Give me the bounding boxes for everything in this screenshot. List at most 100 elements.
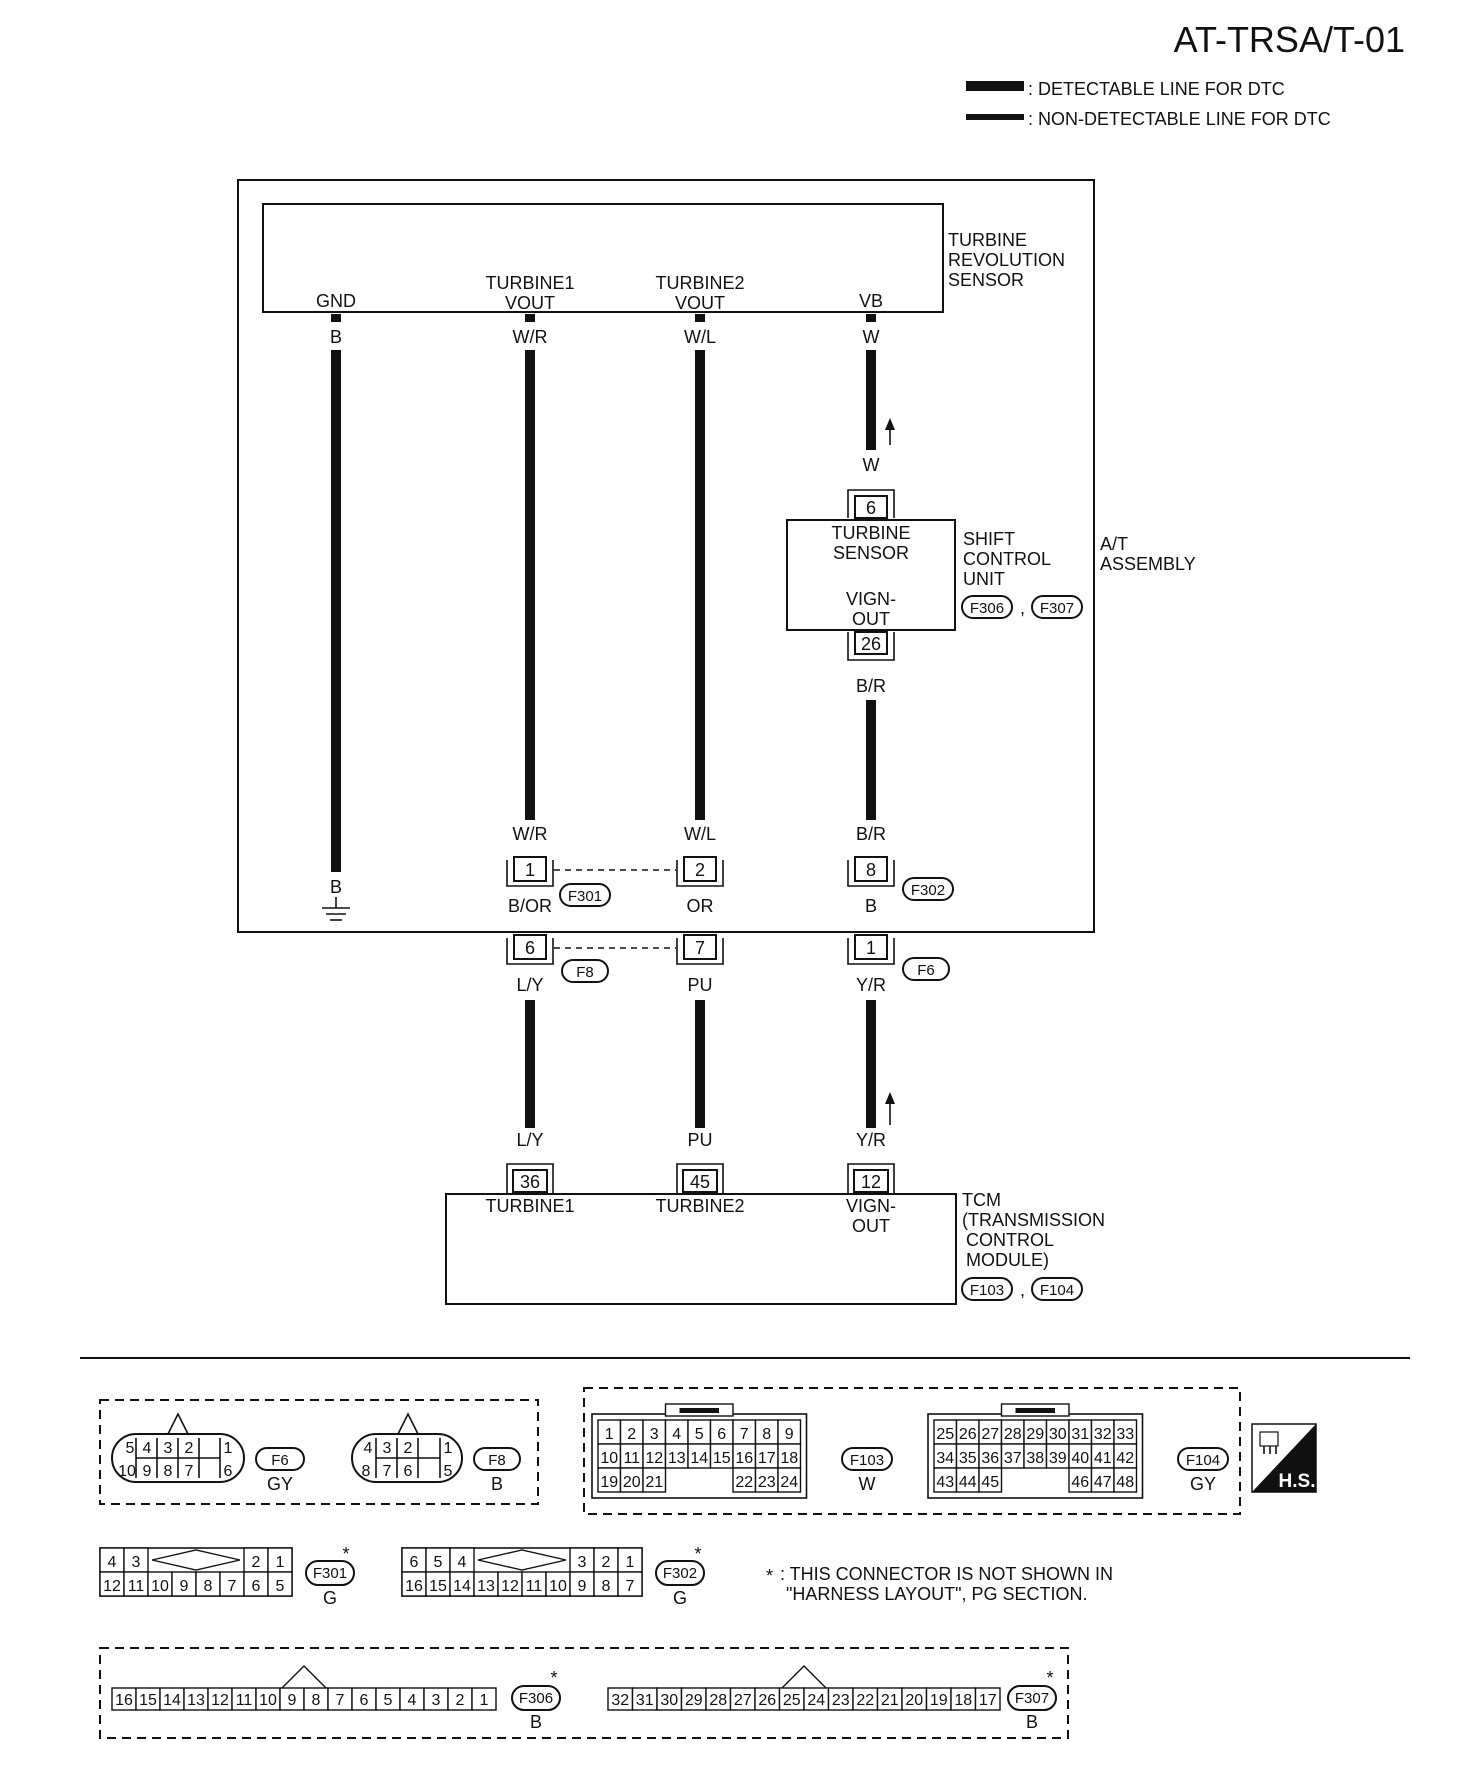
f307-pin: 21 bbox=[881, 1692, 899, 1709]
f104-view-id-pill[interactable] bbox=[1177, 1447, 1229, 1471]
unit-bottom-pin: 26 bbox=[861, 634, 881, 654]
f103-pin: 2 bbox=[627, 1426, 636, 1443]
f103-pin: 20 bbox=[623, 1474, 641, 1491]
hs-badge[interactable]: H.S. bbox=[1251, 1423, 1317, 1493]
f302-pin: 4 bbox=[458, 1554, 467, 1571]
note-line-1: : THIS CONNECTOR IS NOT SHOWN IN bbox=[780, 1564, 1113, 1584]
f104-pin: 27 bbox=[981, 1426, 999, 1443]
f6-view-pin: 1 bbox=[224, 1440, 233, 1457]
f6-plug bbox=[847, 938, 895, 965]
group-f103-f104 bbox=[583, 1387, 1241, 1515]
f306-pin: 12 bbox=[211, 1692, 229, 1709]
f302-pin: 13 bbox=[477, 1578, 495, 1595]
tcm-pin-c-box bbox=[853, 1169, 889, 1193]
f306-cell bbox=[471, 1687, 497, 1711]
f104-pin: 32 bbox=[1094, 1426, 1112, 1443]
f103-view-id-pill[interactable] bbox=[841, 1447, 893, 1471]
f302-cell bbox=[497, 1571, 523, 1597]
f8-view-id-pill[interactable] bbox=[473, 1447, 521, 1471]
f103-pin: 9 bbox=[785, 1426, 794, 1443]
tcm-connector-sep: , bbox=[1020, 1280, 1025, 1300]
f302-pin: 5 bbox=[434, 1554, 443, 1571]
f307-pin: 17 bbox=[979, 1692, 997, 1709]
terminal-vout2-a: TURBINE2 bbox=[655, 273, 744, 293]
f302-pin: 6 bbox=[410, 1554, 419, 1571]
connector-ref-f103[interactable] bbox=[961, 1277, 1013, 1301]
f104-pin: 38 bbox=[1026, 1450, 1044, 1467]
f301-pin: 9 bbox=[180, 1578, 189, 1595]
tcm-box bbox=[445, 1193, 957, 1305]
f306-pin: 6 bbox=[360, 1692, 369, 1709]
f302-view-id: F302 bbox=[663, 1565, 697, 1582]
f103-cell bbox=[642, 1467, 667, 1493]
f103-pin: 24 bbox=[780, 1474, 798, 1491]
f302-cell bbox=[593, 1571, 619, 1597]
tcm-plug-a bbox=[506, 1163, 554, 1194]
unit-inner-top-1: TURBINE bbox=[831, 523, 910, 543]
connector-ref-f301[interactable] bbox=[559, 883, 611, 907]
f301-view-color: G bbox=[323, 1588, 337, 1608]
wire-c3-lower-bottom: Y/R bbox=[856, 1130, 886, 1150]
f302-pin: 2 bbox=[602, 1554, 611, 1571]
connector-view-f6: 5 4 3 2 1 10 9 8 7 6 F6 GY bbox=[111, 1412, 305, 1494]
f8-view-pin: 4 bbox=[364, 1440, 373, 1457]
wire-c3-mid-upper: B/R bbox=[856, 824, 886, 844]
f307-view-color: B bbox=[1026, 1712, 1038, 1732]
tcm-name-4: MODULE) bbox=[966, 1250, 1049, 1270]
unit-top-pin-box bbox=[854, 495, 888, 519]
f306-pin: 9 bbox=[288, 1692, 297, 1709]
f8-view-color: B bbox=[491, 1474, 503, 1494]
connector-ref-f302[interactable] bbox=[902, 877, 954, 901]
unit-name-2: CONTROL bbox=[963, 549, 1051, 569]
f104-pin: 45 bbox=[981, 1474, 999, 1491]
f103-pin: 14 bbox=[690, 1450, 708, 1467]
f104-pin: 36 bbox=[981, 1450, 999, 1467]
f306-pin: 10 bbox=[259, 1692, 277, 1709]
f302-cell bbox=[425, 1571, 451, 1597]
f301-pin: 11 bbox=[128, 1578, 145, 1595]
hs-badge-label: H.S. bbox=[1279, 1471, 1316, 1492]
f6-view-color: GY bbox=[267, 1474, 293, 1494]
f302-cell bbox=[617, 1547, 643, 1573]
connector-ref-f307[interactable] bbox=[1031, 595, 1083, 619]
tcm-name-3: CONTROL bbox=[966, 1230, 1054, 1250]
connector-ref-f104[interactable] bbox=[1031, 1277, 1083, 1301]
f306-view-id-pill[interactable] bbox=[511, 1685, 561, 1711]
unit-bottom-pin-box bbox=[854, 631, 888, 655]
f6-view-pin: 2 bbox=[185, 1440, 194, 1457]
wire-c3-top: W bbox=[863, 327, 880, 347]
unit-bottom-plug bbox=[847, 632, 895, 661]
f301-pin: 6 bbox=[252, 1578, 261, 1595]
tcm-pin-b-box bbox=[682, 1169, 718, 1193]
f302-view-id-pill[interactable] bbox=[655, 1560, 705, 1586]
f8-view-pin: 6 bbox=[404, 1463, 413, 1480]
f104-pin: 33 bbox=[1116, 1426, 1134, 1443]
f104-pin: 37 bbox=[1004, 1450, 1022, 1467]
tcm-terminal-vign-a: VIGN- bbox=[846, 1196, 896, 1216]
f307-pin: 18 bbox=[954, 1692, 972, 1709]
legend-detectable-line bbox=[966, 81, 1024, 91]
tcm-name-1: TCM bbox=[962, 1190, 1001, 1210]
f307-view-id-pill[interactable] bbox=[1007, 1685, 1057, 1711]
f103-pin: 19 bbox=[600, 1474, 618, 1491]
f302-pin: 16 bbox=[405, 1578, 423, 1595]
f104-pin: 34 bbox=[936, 1450, 954, 1467]
wire-c1-lower-top: L/Y bbox=[516, 975, 543, 995]
f301-cell bbox=[243, 1547, 269, 1573]
f301-pin: 4 bbox=[108, 1554, 117, 1571]
connector-ref-f306[interactable] bbox=[961, 595, 1013, 619]
connector-ref-f6[interactable] bbox=[902, 957, 950, 981]
f306-pin: 4 bbox=[408, 1692, 417, 1709]
f301-view-id-pill[interactable] bbox=[305, 1560, 355, 1586]
f104-pin: 25 bbox=[936, 1426, 954, 1443]
f302-pin: 14 bbox=[453, 1578, 471, 1595]
connector-ref-f8[interactable] bbox=[561, 959, 609, 983]
f103-key-fill bbox=[679, 1408, 719, 1413]
f301-view-star: * bbox=[342, 1544, 349, 1564]
f6-view-pin: 4 bbox=[143, 1440, 152, 1457]
f104-pin: 41 bbox=[1094, 1450, 1112, 1467]
f301-pin: 10 bbox=[151, 1578, 169, 1595]
f6-view-id-pill[interactable] bbox=[255, 1447, 305, 1471]
f103-pin: 10 bbox=[600, 1450, 618, 1467]
